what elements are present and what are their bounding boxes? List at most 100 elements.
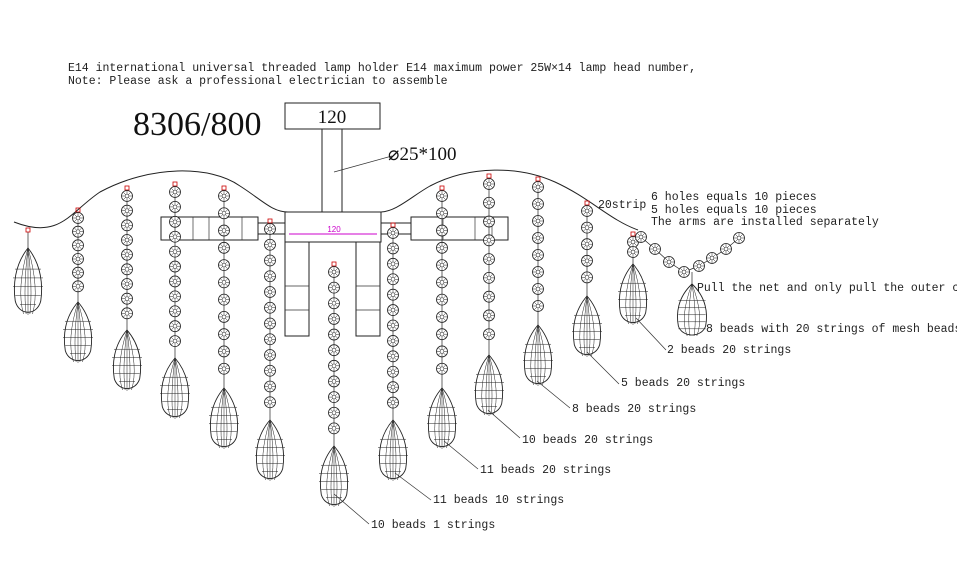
bead	[328, 281, 340, 294]
hanging-hook	[535, 176, 541, 182]
bead	[483, 309, 495, 322]
bead	[264, 333, 276, 346]
strand-callouts: 2 beads 20 strings 5 beads 20 strings 8 …	[333, 317, 791, 532]
bead	[264, 317, 276, 330]
bead	[121, 278, 133, 290]
callout-8-beads: 8 beads 20 strings	[572, 403, 696, 416]
bead	[387, 319, 399, 332]
note-arms-separate: The arms are installed separately	[651, 216, 879, 229]
bead	[328, 297, 340, 310]
bead	[436, 207, 448, 220]
bead	[693, 260, 705, 272]
bead	[169, 215, 181, 228]
bead	[264, 396, 276, 409]
bead	[121, 204, 133, 217]
strand	[25, 227, 31, 248]
bead	[483, 234, 495, 247]
bead	[483, 253, 495, 266]
bead	[328, 422, 340, 435]
bead	[218, 207, 230, 220]
crystal-drop	[572, 295, 602, 357]
bead	[264, 223, 276, 235]
bead	[678, 266, 690, 278]
bead	[218, 328, 230, 341]
strand	[483, 173, 495, 355]
bead	[387, 304, 399, 316]
bead-strands	[13, 173, 648, 507]
bead	[387, 257, 399, 270]
bead	[169, 245, 181, 258]
strand	[169, 181, 181, 358]
bead	[218, 293, 230, 306]
crystal-drop	[523, 324, 553, 386]
bead	[436, 362, 448, 375]
bead	[635, 231, 647, 243]
strand	[72, 207, 84, 302]
bead	[436, 328, 448, 341]
strand	[218, 185, 230, 388]
bead	[72, 253, 84, 265]
bead	[121, 292, 133, 305]
bead	[387, 365, 399, 378]
bead	[436, 190, 448, 202]
bead	[328, 344, 340, 357]
hanging-hook	[124, 185, 130, 191]
bead	[121, 190, 133, 202]
bead	[581, 221, 593, 234]
bead	[387, 288, 399, 301]
hanging-hook	[331, 261, 337, 267]
strand	[328, 261, 340, 446]
bead	[532, 283, 544, 295]
header-line-2: Note: Please ask a professional electric…	[68, 75, 448, 88]
bead	[532, 266, 544, 278]
bead	[121, 307, 133, 320]
bead	[264, 270, 276, 283]
bead	[532, 198, 544, 210]
bead	[436, 224, 448, 237]
header-line-1: E14 international universal threaded lam…	[68, 62, 696, 75]
rod-leader-line	[333, 155, 393, 173]
bead	[121, 234, 133, 246]
bead	[264, 254, 276, 267]
bead	[169, 275, 181, 288]
strand	[436, 185, 448, 388]
outer-ring-outline	[13, 169, 639, 231]
bead	[483, 215, 495, 228]
bead	[483, 328, 495, 341]
bead	[264, 364, 276, 377]
hanging-hook	[439, 185, 445, 191]
bead	[483, 271, 495, 284]
strand	[581, 200, 593, 296]
crystal-drop	[319, 445, 349, 507]
bead	[218, 259, 230, 271]
bead	[387, 350, 399, 363]
bead	[733, 232, 745, 244]
bead	[328, 328, 340, 341]
bead	[581, 271, 593, 284]
bead	[532, 300, 544, 312]
bead	[328, 391, 340, 403]
bead	[264, 286, 276, 298]
crystal-drop	[427, 387, 457, 449]
hanging-hook	[584, 200, 590, 206]
bead	[169, 230, 181, 243]
bead	[169, 260, 181, 273]
bead	[436, 276, 448, 289]
bead	[169, 320, 181, 333]
bead	[328, 406, 340, 419]
bead	[218, 241, 230, 254]
hanging-hook	[221, 185, 227, 191]
bead	[387, 335, 399, 347]
strand	[627, 231, 639, 264]
bead	[218, 362, 230, 375]
crystal-drop	[209, 387, 239, 449]
strand	[121, 185, 133, 330]
strand	[387, 222, 399, 420]
bead	[387, 396, 399, 409]
bead	[169, 305, 181, 318]
note-six-holes: 6 holes equals 10 pieces	[651, 191, 817, 204]
note-five-holes: 5 holes equals 10 pieces	[651, 204, 817, 217]
bead	[72, 266, 84, 279]
bead	[720, 243, 732, 255]
